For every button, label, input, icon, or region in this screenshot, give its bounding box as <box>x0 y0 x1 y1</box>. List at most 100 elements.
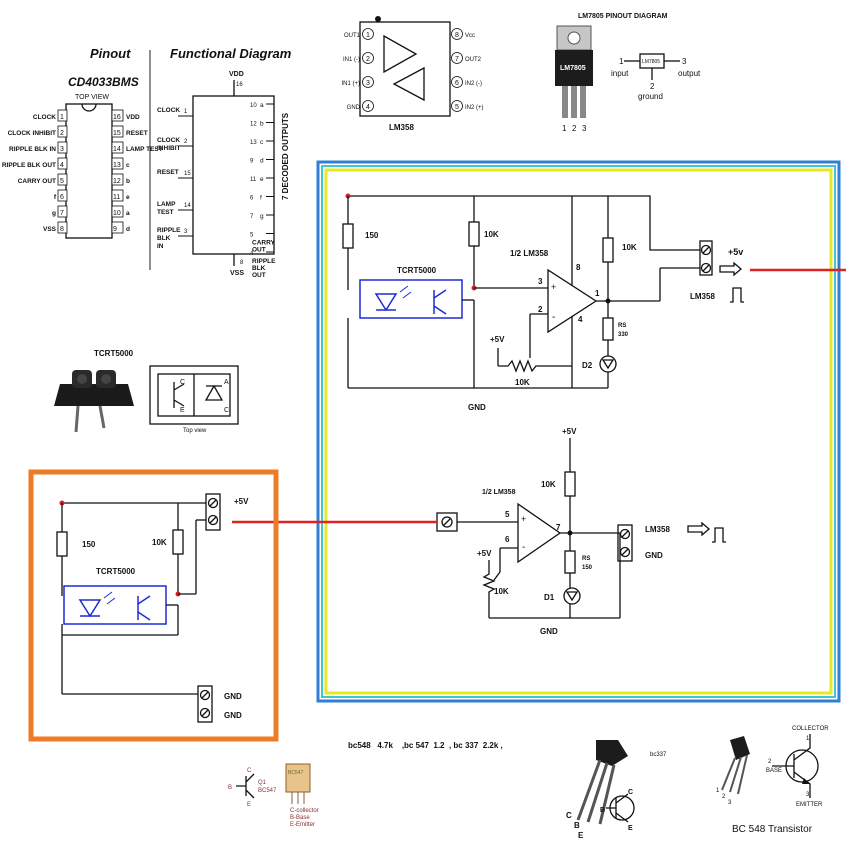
functional-input-label: BLK <box>157 235 171 242</box>
pinout-right-pin-num: 16 <box>113 114 121 121</box>
pinout-left-pin-num: 6 <box>60 194 64 201</box>
pinout-chip-name: CD4033BMS <box>68 75 139 89</box>
lm7805-body-label: LM7805 <box>560 65 586 72</box>
pinout-left-pin-num: 4 <box>60 162 64 169</box>
lm358-right-pin <box>451 76 463 88</box>
lower-output-label: LM358 <box>645 525 670 534</box>
lm7805-pinout: LM7805 PINOUT DIAGRAM LM7805 1 2 3 LM780… <box>555 13 701 133</box>
board-r1-value: 150 <box>82 540 96 549</box>
lm358-left-pin-label: IN1 (+) <box>341 81 360 87</box>
functional-output-num: 9 <box>250 159 254 165</box>
functional-diagram: Functional Diagram VDD 16 VSS 8 7 DECODE… <box>157 46 292 279</box>
board-power-terminal <box>205 493 221 531</box>
tcrt-topview-frame <box>149 365 239 425</box>
bc548-base: BASE <box>766 768 782 774</box>
lm358-left-pin-num: 4 <box>366 104 370 111</box>
board-sensor-phototransistor <box>137 595 151 621</box>
lm358-left-pin <box>362 100 374 112</box>
bc548-collector: COLLECTOR <box>792 726 829 732</box>
functional-output-num: 10 <box>250 103 257 109</box>
pinout-right-pin-num: 13 <box>113 162 121 169</box>
bc337-body <box>596 740 628 766</box>
lm7805-output: output <box>678 69 701 78</box>
upper-r4-value: 330 <box>618 332 629 338</box>
bc547-legend-b: B-Base <box>290 815 310 821</box>
bc547-legend-c: C-collector <box>290 808 319 814</box>
pinout-right-pin-label: b <box>126 178 130 185</box>
bc547-legend-e: E-Emitter <box>290 822 315 828</box>
functional-input-num: 3 <box>184 229 188 235</box>
pinout-ic-notch <box>81 103 97 112</box>
board-gnd2: GND <box>224 711 242 720</box>
pinout-left-pin-label: RIPPLE BLK OUT <box>2 162 56 169</box>
lm7805-title: LM7805 PINOUT DIAGRAM <box>578 13 668 20</box>
bc547-symbol-pin-b: B <box>228 785 232 791</box>
functional-output-label: c <box>260 139 264 146</box>
upper-pot <box>498 359 572 373</box>
functional-output-label: f <box>260 195 262 202</box>
functional-output-label: OUT <box>252 272 266 279</box>
pinout-right-pin-box <box>111 173 124 186</box>
lm358-left-pin <box>362 28 374 40</box>
pinout-title: Pinout <box>90 46 131 61</box>
lower-r-led-label: RS <box>582 556 590 562</box>
lm358-right-pin-label: OUT2 <box>465 57 482 63</box>
lm358-left-pin <box>362 52 374 64</box>
lm7805-box-label: LM7805 <box>642 59 660 65</box>
bc337-reference: C B E B C E bc337 <box>566 740 667 840</box>
bc547-symbol-pin-e: E <box>247 802 251 808</box>
upper-r3-value: 10K <box>622 243 637 252</box>
bc548-title: BC 548 Transistor <box>732 824 813 835</box>
functional-output-num: 4 <box>250 251 254 257</box>
pinout-right-pin-num: 12 <box>113 178 121 185</box>
bc547-symbol <box>236 773 255 799</box>
lm7805-input: input <box>611 69 629 78</box>
pinout-right-pin-num: 10 <box>113 210 121 217</box>
lm7805-output-num: 3 <box>682 57 687 66</box>
upper-sensor-box <box>359 279 463 319</box>
upper-led-label: D2 <box>582 361 593 370</box>
tcrt-photo-label: TCRT5000 <box>94 349 134 358</box>
functional-input-num: 14 <box>184 203 191 209</box>
lower-r-pullup-value: 10K <box>541 480 556 489</box>
tcrt-topview-pin-a: A <box>224 379 229 386</box>
pinout-left-pin-label: RIPPLE BLK IN <box>9 146 56 153</box>
upper-gnd: GND <box>468 403 486 412</box>
board-sensor-box <box>63 585 167 625</box>
lm7805-ground-num: 2 <box>650 82 655 91</box>
upper-pin-minus: 2 <box>538 305 543 314</box>
pinout-right-pin-num: 14 <box>113 146 121 153</box>
bc337-pin-b: B <box>574 821 580 830</box>
upper-r4 <box>602 317 614 341</box>
lm358-amp2 <box>392 66 425 102</box>
pinout-ic-body <box>65 103 113 239</box>
board-r2-value: 10K <box>152 538 167 547</box>
transistor-note: bc548 4.7k ,bc 547 1.2 , bc 337 2.2k , <box>348 741 503 750</box>
pinout-left-pin-box <box>57 109 68 122</box>
functional-output-num: 12 <box>250 122 257 128</box>
functional-vss-pin: 8 <box>240 260 244 266</box>
pinout-right-pin-num: 9 <box>113 226 117 233</box>
bc337-label: bc337 <box>650 752 667 758</box>
bc337-symbol-pin-e: E <box>628 825 633 832</box>
bc547-body <box>285 763 311 793</box>
pinout-right-pin-label: a <box>126 210 130 217</box>
board-r1 <box>56 531 68 557</box>
functional-vdd-pin: 16 <box>236 82 243 88</box>
pinout-right-pin-label: LAMP TEST <box>126 146 163 153</box>
pinout-left-pin-box <box>57 141 68 154</box>
lm358-right-pin <box>451 28 463 40</box>
bc547-name: Q1 <box>258 780 267 786</box>
upper-sensor-led <box>374 293 398 312</box>
bc548-photo-pin-2: 2 <box>722 794 726 800</box>
upper-r4-label: RS <box>618 323 626 329</box>
main-frame-inner <box>324 168 833 695</box>
bc547-reference: B C E Q1 BC547 BC547 C-collector B-Base … <box>228 763 319 828</box>
sensor-board-circuit: 150 10K TCRT5000 +5V GND GND <box>56 493 249 723</box>
upper-sensor-rays <box>399 285 412 299</box>
upper-pin-out: 1 <box>595 289 600 298</box>
pinout-left-pin-label: CLOCK <box>33 114 56 121</box>
